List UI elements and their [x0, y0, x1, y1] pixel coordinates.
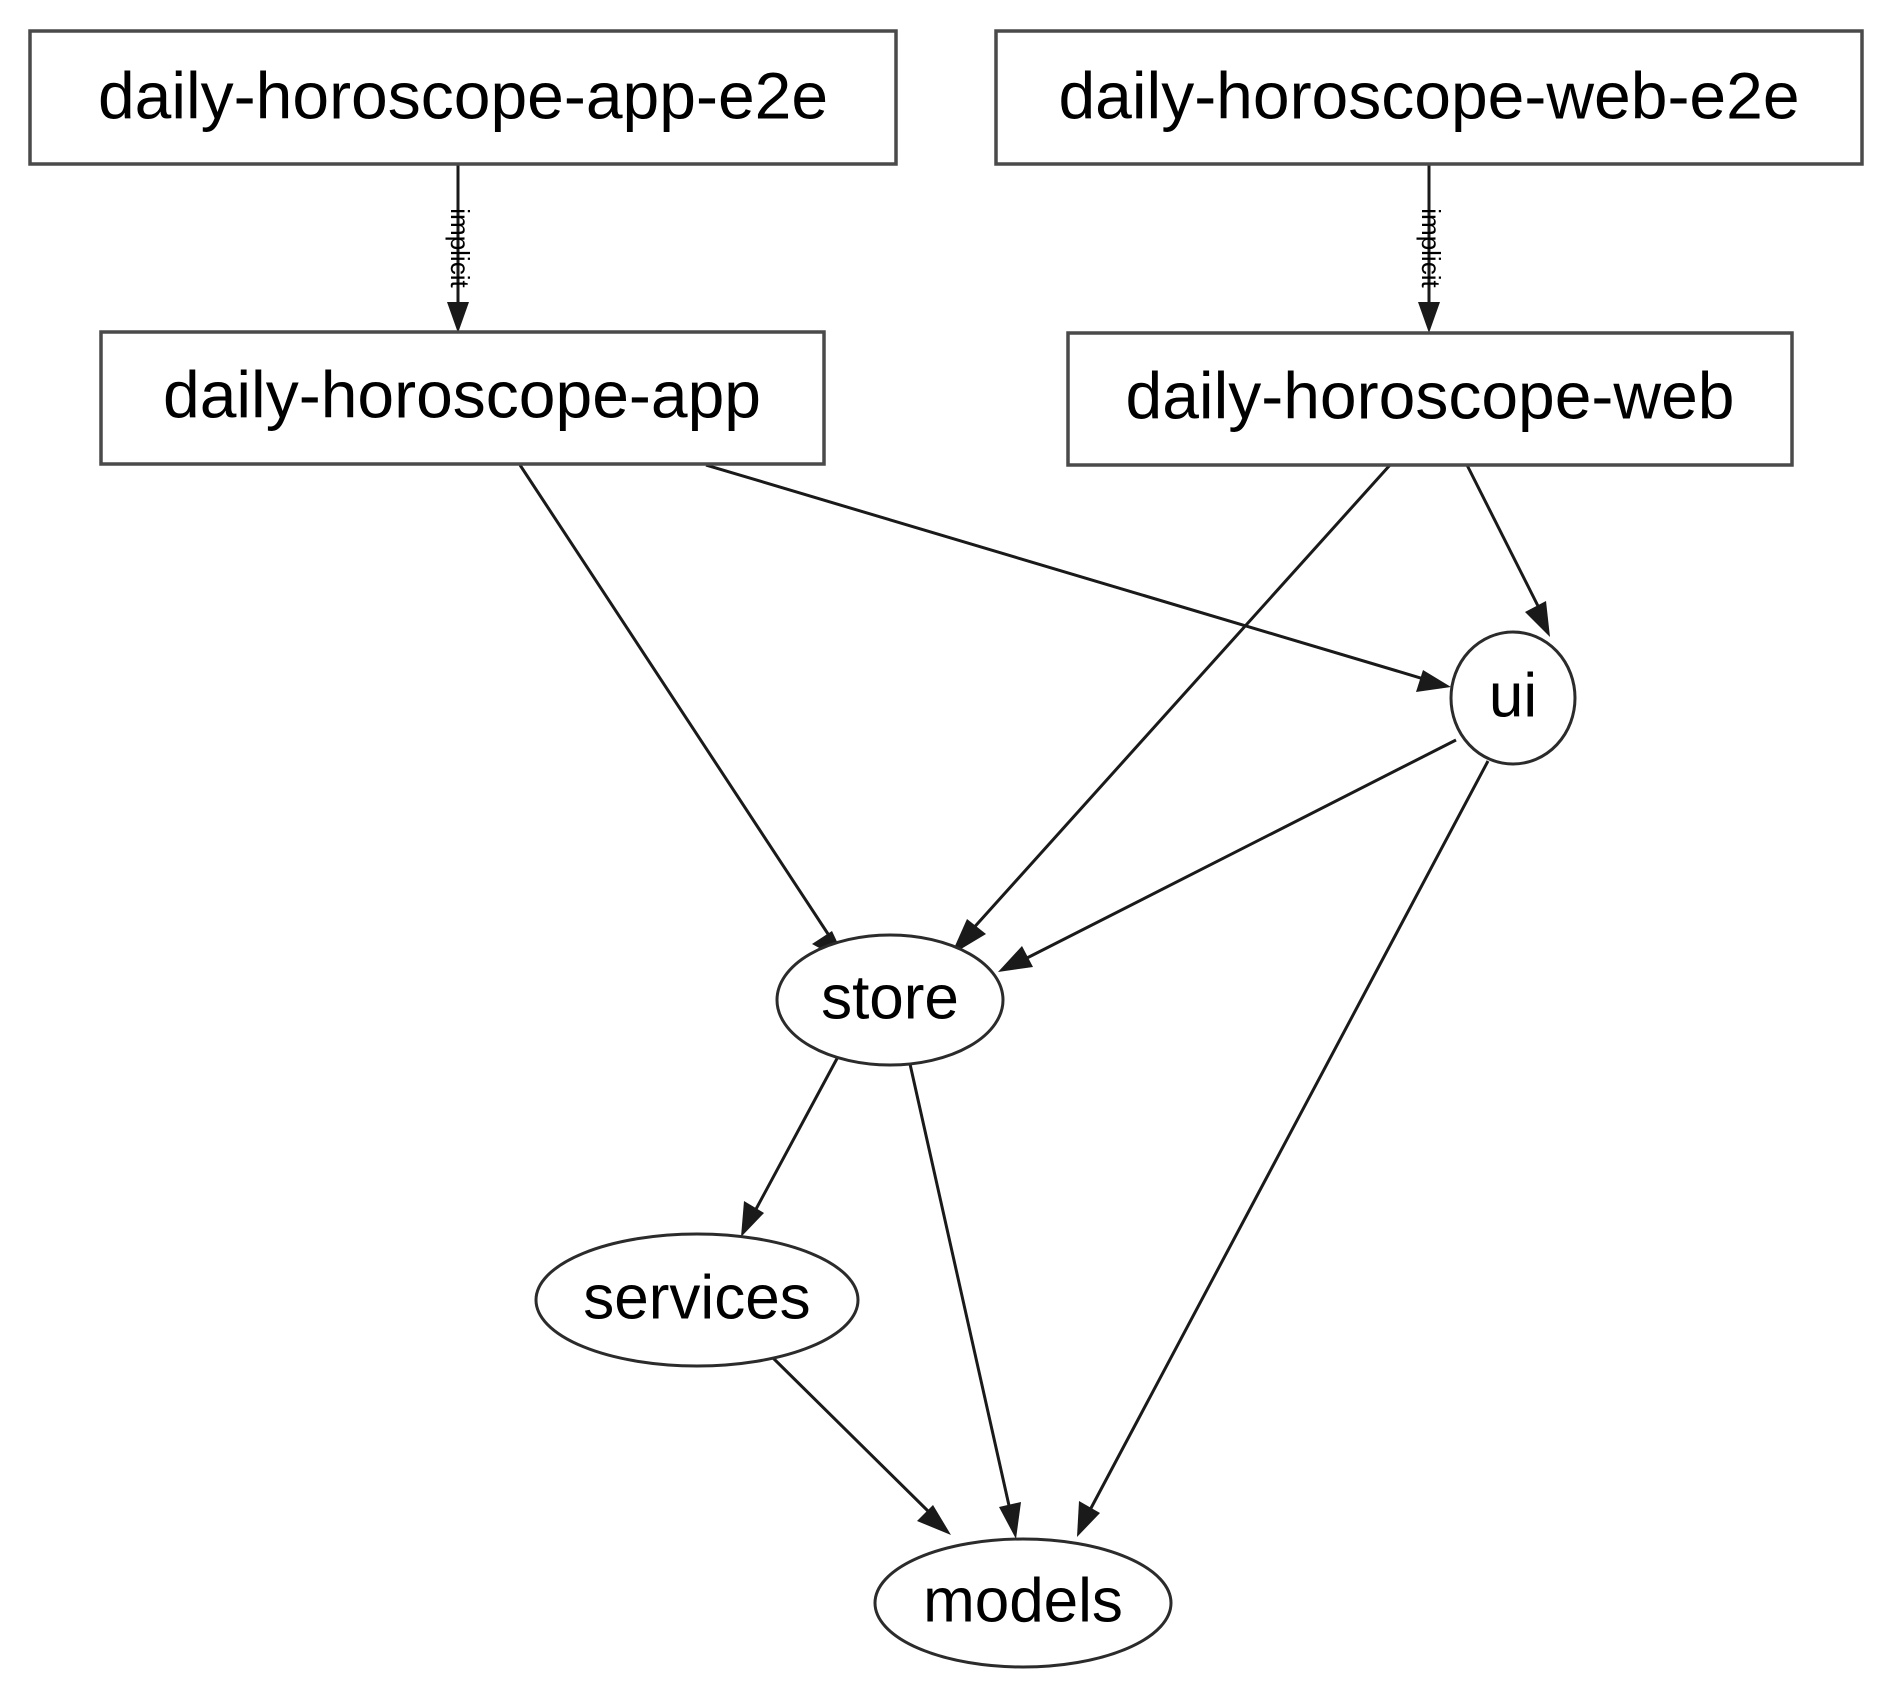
edge-app-e2e-to-app[interactable]	[447, 164, 469, 333]
edge-line	[1465, 464, 1542, 611]
node-store[interactable]: store	[775, 933, 1005, 1067]
edge-web-to-store[interactable]	[951, 463, 1392, 955]
edge-services-to-models[interactable]	[768, 1353, 951, 1535]
node-models[interactable]: models	[873, 1537, 1173, 1669]
edge-label-implicit-app: implicit	[445, 208, 475, 288]
edge-line	[518, 464, 832, 938]
node-services[interactable]: services	[534, 1232, 860, 1368]
node-box	[994, 29, 1864, 166]
node-label: ui	[1489, 661, 1537, 730]
node-daily-horoscope-app[interactable]: daily-horoscope-app	[99, 330, 826, 466]
nodes-layer: daily-horoscope-app-e2e daily-horoscope-…	[28, 29, 1864, 1669]
arrowhead	[998, 946, 1033, 972]
node-label: services	[583, 1263, 810, 1332]
arrowhead	[741, 1201, 764, 1237]
node-box	[99, 330, 826, 466]
edge-web-e2e-to-web[interactable]	[1418, 164, 1440, 333]
node-ui[interactable]: ui	[1449, 630, 1577, 766]
node-daily-horoscope-web[interactable]: daily-horoscope-web	[1066, 331, 1794, 467]
arrowhead	[1418, 302, 1440, 333]
edge-app-to-store[interactable]	[518, 464, 847, 963]
node-label: store	[821, 963, 959, 1032]
arrowhead	[917, 1505, 951, 1535]
arrowhead	[447, 302, 469, 333]
arrowhead	[1416, 670, 1451, 692]
edge-app-to-ui[interactable]	[705, 463, 1451, 692]
node-box	[28, 29, 898, 166]
edge-line	[753, 1052, 842, 1212]
node-label: daily-horoscope-app-e2e	[98, 58, 828, 132]
arrowhead	[999, 1502, 1021, 1539]
edge-line	[768, 1353, 932, 1515]
edge-label-implicit-web: implicit	[1416, 208, 1446, 288]
edge-line	[968, 463, 1392, 934]
edge-line	[908, 1063, 1012, 1511]
node-ellipse	[873, 1537, 1173, 1669]
node-box	[1066, 331, 1794, 467]
edge-store-to-services[interactable]	[741, 1052, 842, 1237]
arrowhead	[1077, 1501, 1100, 1537]
edge-store-to-models[interactable]	[908, 1063, 1021, 1539]
node-label: models	[923, 1566, 1123, 1635]
edge-line	[1024, 738, 1457, 961]
node-label: daily-horoscope-app	[163, 357, 761, 431]
node-daily-horoscope-web-e2e[interactable]: daily-horoscope-web-e2e	[994, 29, 1864, 166]
edge-ui-to-store[interactable]	[998, 738, 1457, 972]
edge-line	[705, 463, 1425, 681]
arrowhead	[1525, 601, 1550, 637]
node-label: daily-horoscope-web-e2e	[1058, 58, 1799, 132]
edge-web-to-ui[interactable]	[1465, 464, 1550, 637]
edge-line	[1088, 760, 1490, 1511]
arrowhead	[951, 919, 986, 955]
edge-ui-to-models[interactable]	[1077, 760, 1490, 1537]
node-label: daily-horoscope-web	[1126, 358, 1735, 432]
node-ellipse	[534, 1232, 860, 1368]
node-ellipse	[1449, 630, 1577, 766]
node-ellipse	[775, 933, 1005, 1067]
edge-labels-layer: implicit implicit	[445, 208, 1446, 288]
node-daily-horoscope-app-e2e[interactable]: daily-horoscope-app-e2e	[28, 29, 898, 166]
